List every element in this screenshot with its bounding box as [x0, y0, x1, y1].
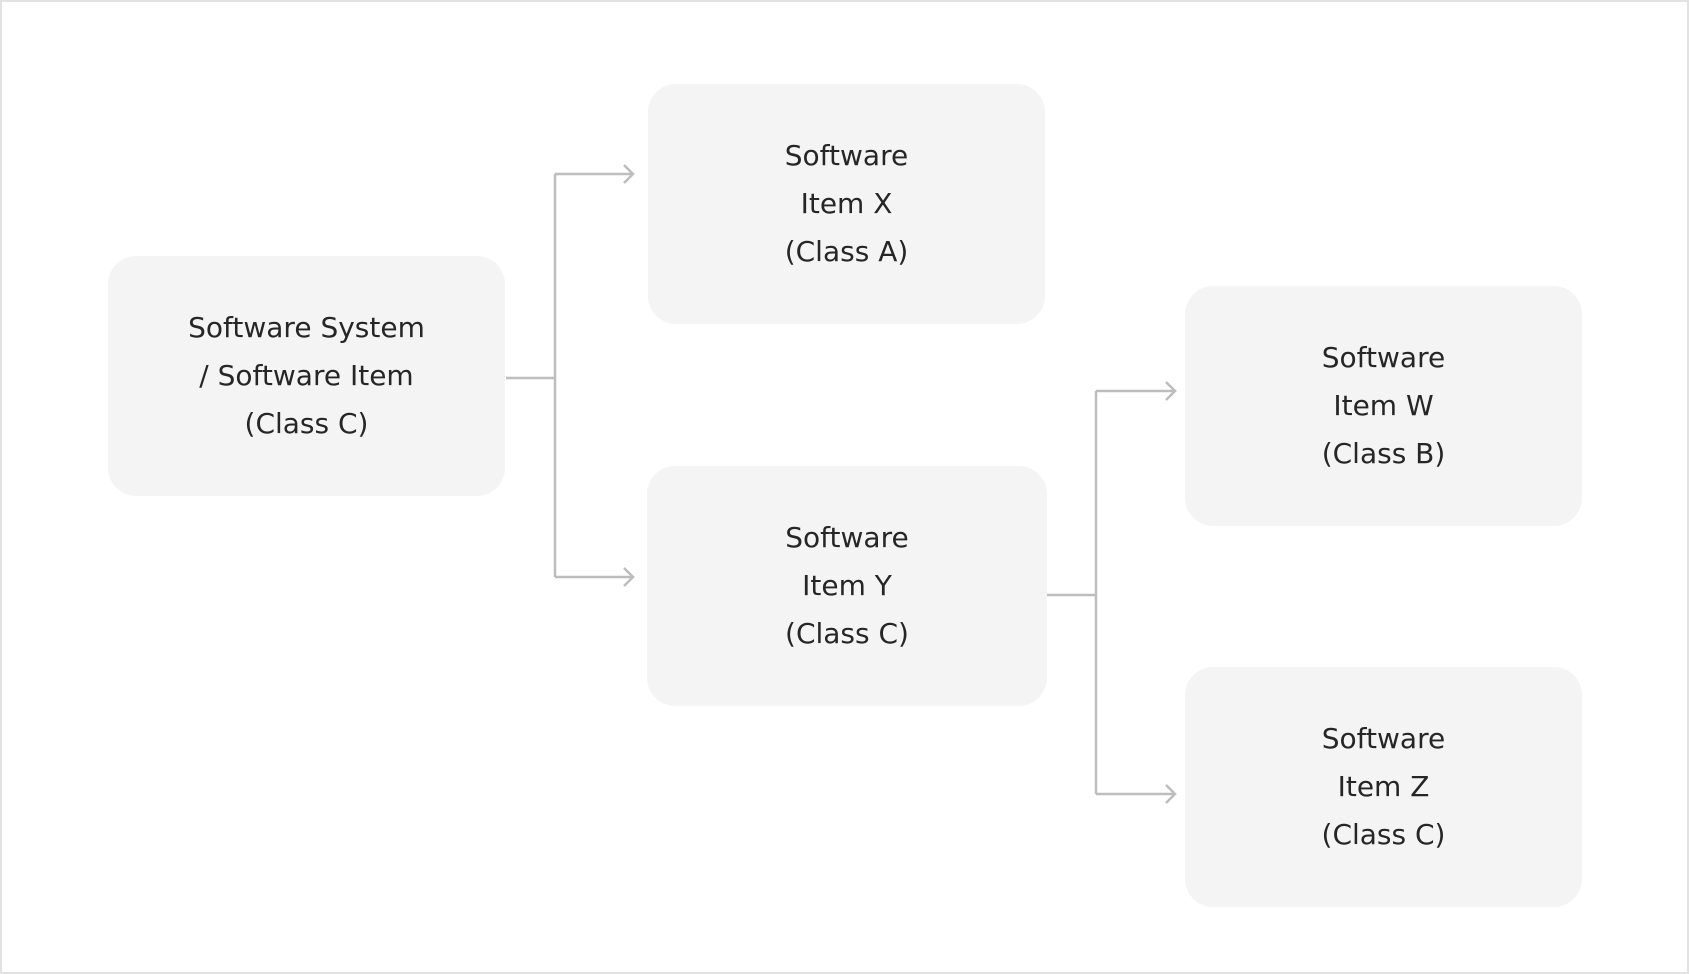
node-label-line: (Class C): [244, 407, 369, 440]
node-label-line: / Software Item: [199, 359, 414, 392]
node-label-line: (Class C): [785, 617, 909, 650]
node-label-line: Item W: [1333, 389, 1434, 422]
node-label-line: Item X: [800, 187, 893, 220]
node-label-line: Software: [1321, 341, 1446, 374]
node-software-item-w: Software Item W (Class B): [1185, 286, 1582, 526]
node-label-line: Item Y: [802, 569, 892, 602]
node-label-line: Software: [784, 139, 909, 172]
node-label-line: Software System: [188, 311, 425, 344]
node-software-item-z: Software Item Z (Class C): [1185, 667, 1582, 907]
node-label-line: (Class A): [784, 235, 909, 268]
node-label-line: Software: [785, 521, 909, 554]
node-label-line: Software: [1321, 722, 1446, 755]
node-label-line: (Class B): [1321, 437, 1446, 470]
node-label-line: Item Z: [1337, 770, 1430, 803]
node-software-system: Software System / Software Item (Class C…: [108, 256, 505, 496]
node-software-item-x: Software Item X (Class A): [648, 84, 1045, 324]
node-label-line: (Class C): [1321, 818, 1446, 851]
node-software-item-y: Software Item Y (Class C): [647, 466, 1047, 706]
